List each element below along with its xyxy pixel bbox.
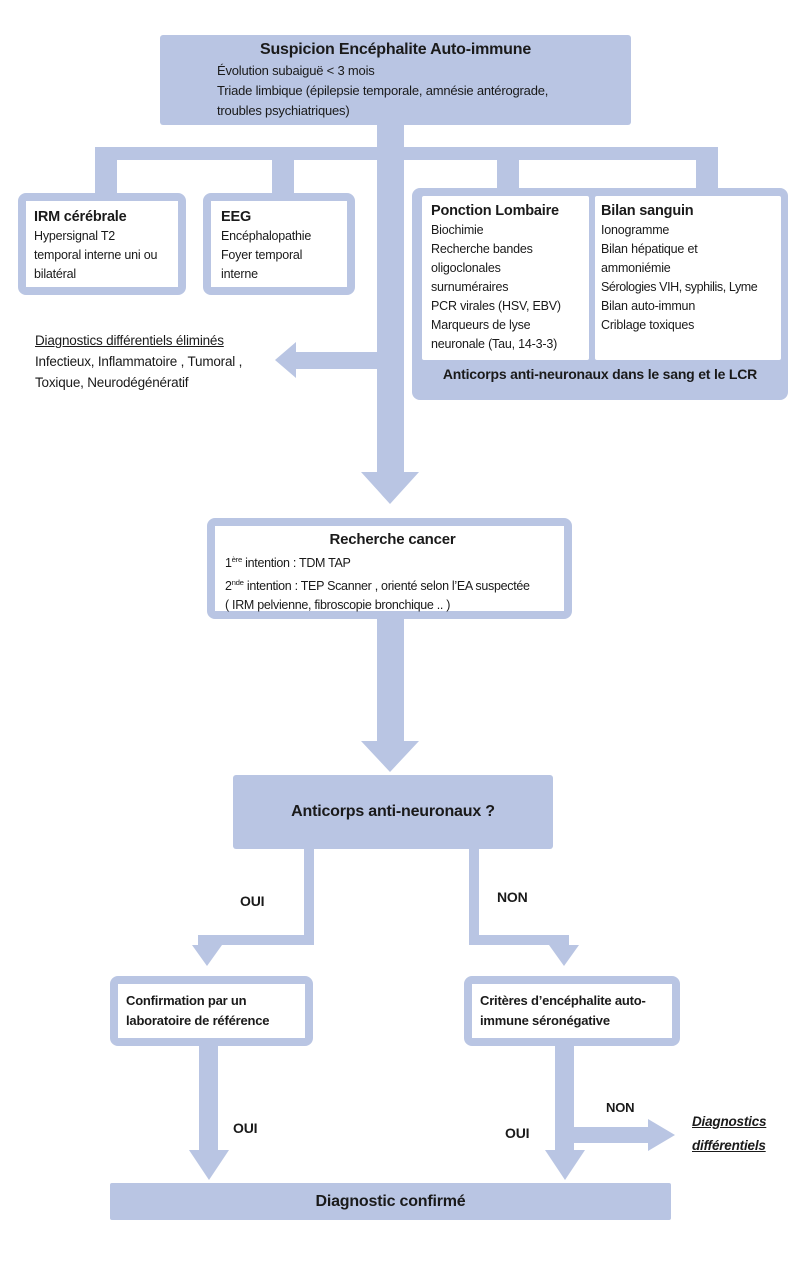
stub-to-lumbar [497, 158, 519, 191]
cancer-title: Recherche cancer [329, 531, 456, 548]
no-branch-arrowhead-down-icon [549, 945, 579, 966]
seronegative-box: Critères d’encéphalite auto- immune séro… [464, 976, 680, 1046]
suspicion-title: Suspicion Encéphalite Auto-immune [259, 41, 532, 58]
question-arrowhead-down-icon [361, 741, 419, 772]
ddx-eliminated-line: Toxique, Neurodégénératif [35, 375, 189, 390]
blood-line: Bilan hépatique et [601, 242, 698, 256]
ddx-eliminated-title: Diagnostics différentiels éliminés [35, 333, 224, 348]
yes-left-label: OUI [240, 893, 265, 909]
confirmation-line: laboratoire de référence [126, 1013, 270, 1028]
ddx-final-line: Diagnostics [692, 1114, 767, 1129]
cancer-box: Recherche cancer 1ère intention : TDM TA… [207, 518, 572, 619]
suspicion-line: Évolution subaiguë < 3 mois [217, 63, 375, 78]
lumbar-line: Biochimie [431, 223, 484, 237]
lumbar-line: surnuméraires [431, 280, 509, 294]
confirmation-yes-label: OUI [233, 1120, 258, 1136]
stub-to-blood [696, 158, 718, 191]
seronegative-yes-label: OUI [505, 1125, 530, 1141]
seronegative-yes-arrowhead-down-icon [545, 1150, 585, 1180]
ddx-final-line: différentiels [692, 1138, 766, 1153]
antibodies-caption: Anticorps anti-neuronaux dans le sang et… [442, 366, 758, 382]
antibody-question-box: Anticorps anti-neuronaux ? [233, 775, 553, 849]
blood-line: Bilan auto-immun [601, 299, 696, 313]
confirmation-box: Confirmation par un laboratoire de référ… [110, 976, 313, 1046]
suspicion-box: Suspicion Encéphalite Auto-immune Évolut… [160, 35, 631, 125]
yes-branch-horizontal [198, 935, 314, 945]
lumbar-line: PCR virales (HSV, EBV) [431, 299, 561, 313]
ddx-eliminated-text: Diagnostics différentiels éliminés Infec… [35, 330, 242, 393]
eeg-line: Encéphalopathie [221, 229, 312, 243]
no-right-label: NON [497, 889, 528, 905]
blood-line: ammoniémie [601, 261, 671, 275]
seronegative-no-arrowhead-right-icon [648, 1119, 675, 1151]
confirmed-title: Diagnostic confirmé [315, 1192, 466, 1210]
cancer-line-2: 2nde intention : TEP Scanner , orienté s… [225, 578, 530, 594]
central-connector-shaft [377, 124, 404, 474]
confirmation-yes-vertical [199, 1046, 218, 1150]
eeg-line: interne [221, 267, 258, 281]
irm-box: IRM cérébrale Hypersignal T2 temporal in… [18, 193, 186, 295]
irm-line: bilatéral [34, 267, 76, 281]
blood-line: Ionogramme [601, 223, 670, 237]
blood-line: Criblage toxiques [601, 318, 695, 332]
eeg-line: Foyer temporal [221, 248, 303, 262]
yes-branch-vertical [304, 848, 314, 945]
confirmation-yes-arrowhead-down-icon [189, 1150, 229, 1180]
confirmation-line: Confirmation par un [126, 993, 247, 1008]
seronegative-yes-vertical [555, 1046, 574, 1150]
branch-horizontal-bar [95, 147, 718, 160]
eeg-box: EEG Encéphalopathie Foyer temporal inter… [203, 193, 355, 295]
no-branch-vertical [469, 848, 479, 945]
ddx-final-text: Diagnostics différentiels [692, 1110, 767, 1158]
antibody-question-title: Anticorps anti-neuronaux ? [291, 803, 495, 820]
lumbar-line: Recherche bandes [431, 242, 533, 256]
lumbar-title: Ponction Lombaire [431, 203, 559, 219]
confirmed-box: Diagnostic confirmé [110, 1183, 671, 1220]
seronegative-no-horizontal [574, 1127, 648, 1143]
stub-to-eeg [272, 158, 294, 196]
ddx-eliminated-line: Infectieux, Inflammatoire , Tumoral , [35, 354, 243, 369]
ddx-arrowhead-left-icon [275, 342, 296, 378]
no-branch-horizontal [469, 935, 569, 945]
central-arrowhead-down-icon [361, 472, 419, 504]
suspicion-line: troubles psychiatriques) [217, 103, 350, 118]
lumbar-line: neuronale (Tau, 14-3-3) [431, 337, 558, 351]
csf-blood-container: Ponction Lombaire Biochimie Recherche ba… [412, 188, 788, 400]
cancer-line-3: ( IRM pelvienne, fibroscopie bronchique … [225, 598, 451, 613]
blood-box: Bilan sanguin Ionogramme Bilan hépatique… [595, 196, 781, 360]
seronegative-line: immune séronégative [480, 1013, 610, 1028]
lumbar-line: Marqueurs de lyse [431, 318, 531, 332]
irm-line: temporal interne uni ou [34, 248, 158, 262]
lumbar-line: oligoclonales [431, 261, 501, 275]
eeg-title: EEG [221, 209, 252, 225]
yes-branch-arrowhead-down-icon [192, 945, 222, 966]
blood-line: Sérologies VIH, syphilis, Lyme [601, 280, 758, 294]
question-connector-shaft [377, 618, 404, 742]
seronegative-no-label: NON [606, 1100, 635, 1115]
blood-title: Bilan sanguin [601, 203, 694, 219]
stub-to-irm [95, 158, 117, 196]
seronegative-line: Critères d’encéphalite auto- [480, 993, 646, 1008]
suspicion-line: Triade limbique (épilepsie temporale, am… [217, 83, 549, 98]
irm-line: Hypersignal T2 [34, 229, 116, 243]
cancer-line-1: 1ère intention : TDM TAP [225, 555, 351, 571]
irm-title: IRM cérébrale [34, 209, 127, 225]
lumbar-box: Ponction Lombaire Biochimie Recherche ba… [422, 196, 589, 360]
ddx-arrow-shaft [296, 352, 380, 369]
